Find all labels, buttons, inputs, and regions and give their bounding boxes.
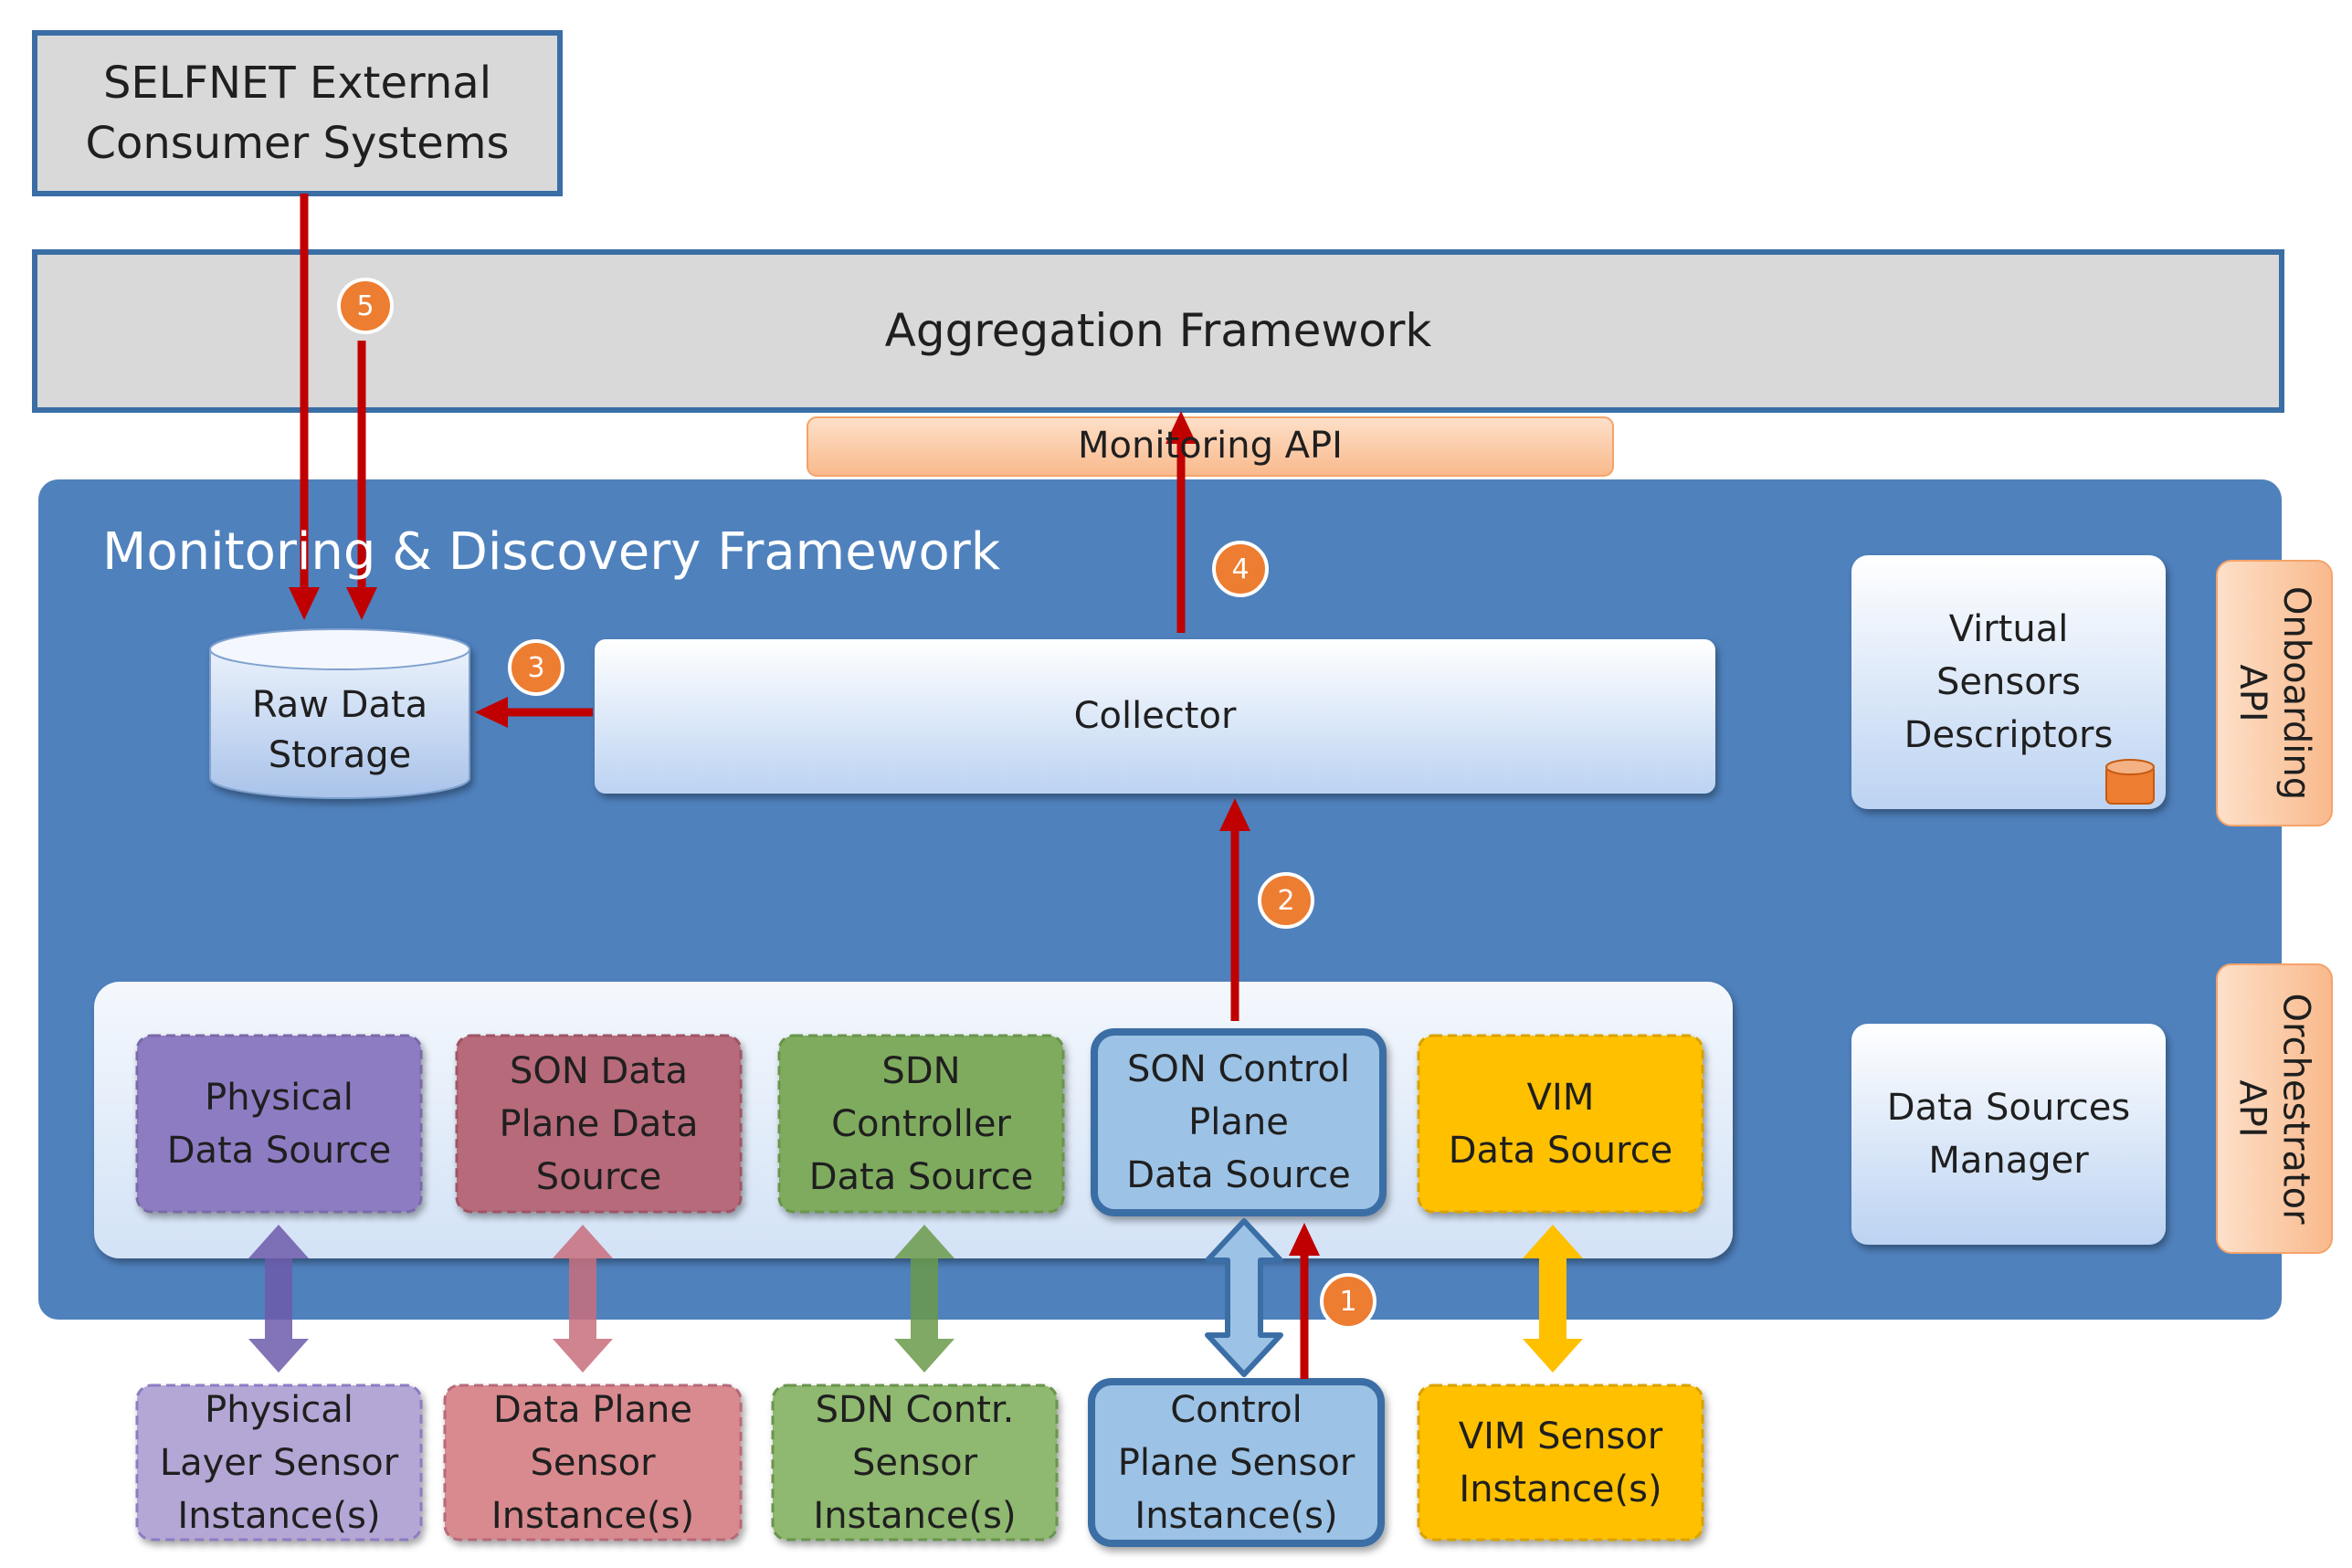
step-number-3: 3: [527, 651, 545, 684]
flow-arrow-5-down: [289, 194, 320, 620]
virtual-sensors-label: Virtual Sensors Descriptors: [1904, 608, 2114, 756]
step-badge-5: [337, 278, 394, 334]
physical-data-source-label: Physical Data Source: [166, 1076, 392, 1172]
orchestrator-api-label: Orchestrator API: [2231, 993, 2317, 1225]
step-number-1: 1: [1339, 1285, 1357, 1318]
vim-data-source-box: [1417, 1034, 1704, 1214]
step-number-5: 5: [356, 289, 374, 322]
sdn-controller-data-source-label: SDN Controller Data Source: [808, 1049, 1034, 1198]
flow-arrow-4: [1165, 411, 1197, 633]
son-data-plane-data-source-label: SON Data Plane Data Source: [499, 1049, 699, 1198]
data-plane-sensor-label: Data Plane Sensor Instance(s): [490, 1388, 695, 1537]
vim-sensor-box: [1417, 1384, 1704, 1542]
physical-data-source-box: [135, 1034, 423, 1214]
collector-label: Collector: [1073, 694, 1237, 737]
son-control-plane-data-source-box: [1091, 1028, 1387, 1216]
step-number-4: 4: [1231, 552, 1250, 585]
physical-link-arrow: [248, 1225, 309, 1373]
control-plane-sensor-label: Control Plane Sensor Instance(s): [1117, 1388, 1355, 1537]
sdn-link-arrow: [894, 1225, 955, 1373]
raw-data-storage: [209, 628, 470, 799]
step-badge-1: [1320, 1273, 1376, 1330]
onboarding-api-label: Onboarding API: [2231, 585, 2318, 801]
physical-layer-sensor-label: Physical Layer Sensor Instance(s): [159, 1388, 399, 1537]
data-plane-sensor-box: [443, 1384, 743, 1542]
sdn-contr-sensor-box: [771, 1384, 1059, 1542]
flow-arrow-2: [1219, 798, 1250, 1021]
flow-arrow-5-query: [346, 341, 377, 620]
collector-box: [595, 639, 1715, 794]
step-number-2: 2: [1277, 884, 1295, 917]
external-consumer-box: [32, 30, 563, 196]
aggregation-framework-label: Aggregation Framework: [884, 304, 1432, 357]
virtual-sensors-box: [1851, 555, 2166, 809]
framework-title: Monitoring & Discovery Framework: [102, 522, 1001, 583]
step-badge-3: [508, 639, 564, 696]
son-control-plane-data-source-label: SON Control Plane Data Source: [1126, 1048, 1351, 1196]
raw-data-storage-label: Raw Data Storage: [251, 683, 428, 776]
database-icon: [2105, 759, 2155, 805]
flow-arrow-3: [475, 697, 593, 728]
vim-data-source-label: VIM Data Source: [1448, 1076, 1673, 1172]
external-consumer-label: SELFNET External Consumer Systems: [85, 57, 510, 169]
data-plane-link-arrow: [553, 1225, 613, 1373]
son-data-plane-data-source-box: [455, 1034, 743, 1214]
step-badge-4: [1212, 541, 1269, 597]
vim-link-arrow: [1523, 1225, 1583, 1373]
sdn-controller-data-source-box: [777, 1034, 1065, 1214]
monitoring-api-label: Monitoring API: [1078, 425, 1343, 468]
step-badge-2: [1258, 872, 1314, 929]
control-plane-link-arrow: [1205, 1218, 1283, 1377]
control-plane-sensor-box: [1088, 1378, 1385, 1547]
flow-arrow-1: [1289, 1223, 1320, 1379]
monitoring-api-box: [807, 416, 1614, 477]
orchestrator-api-box: [2216, 963, 2333, 1254]
onboarding-api-box: [2216, 560, 2333, 826]
sdn-contr-sensor-label: SDN Contr. Sensor Instance(s): [813, 1388, 1017, 1537]
vim-sensor-label: VIM Sensor Instance(s): [1458, 1415, 1663, 1510]
data-sources-manager-label: Data Sources Manager: [1886, 1087, 2131, 1182]
physical-layer-sensor-box: [135, 1384, 423, 1542]
data-sources-manager-box: [1851, 1024, 2166, 1245]
aggregation-framework-box: [32, 249, 2284, 413]
